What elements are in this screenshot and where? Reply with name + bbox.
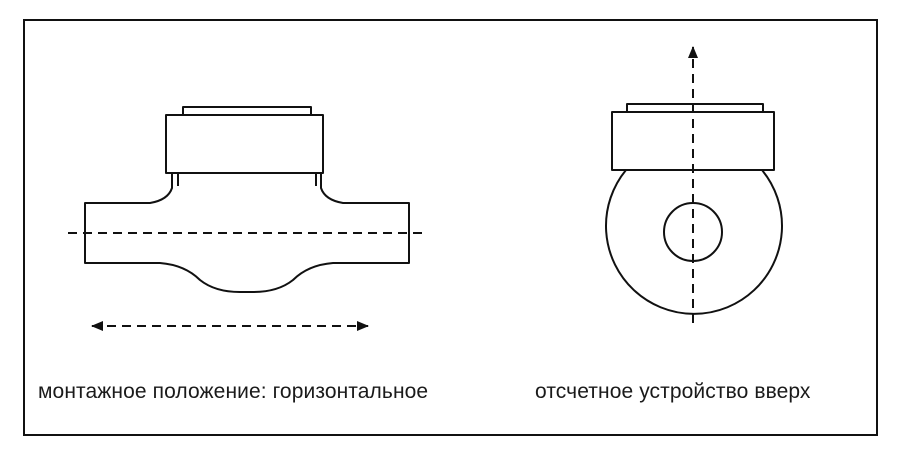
caption-horizontal-mounting: монтажное положение: горизонтальное (38, 380, 429, 403)
register-top-cap-front (626, 103, 764, 113)
register-head-side (165, 114, 324, 174)
meter-body-front (605, 169, 783, 315)
diagram-frame (23, 19, 878, 436)
meter-body-side (84, 173, 410, 293)
register-top-cap-side (182, 106, 312, 116)
caption-register-up: отсчетное устройство вверх (535, 380, 811, 403)
